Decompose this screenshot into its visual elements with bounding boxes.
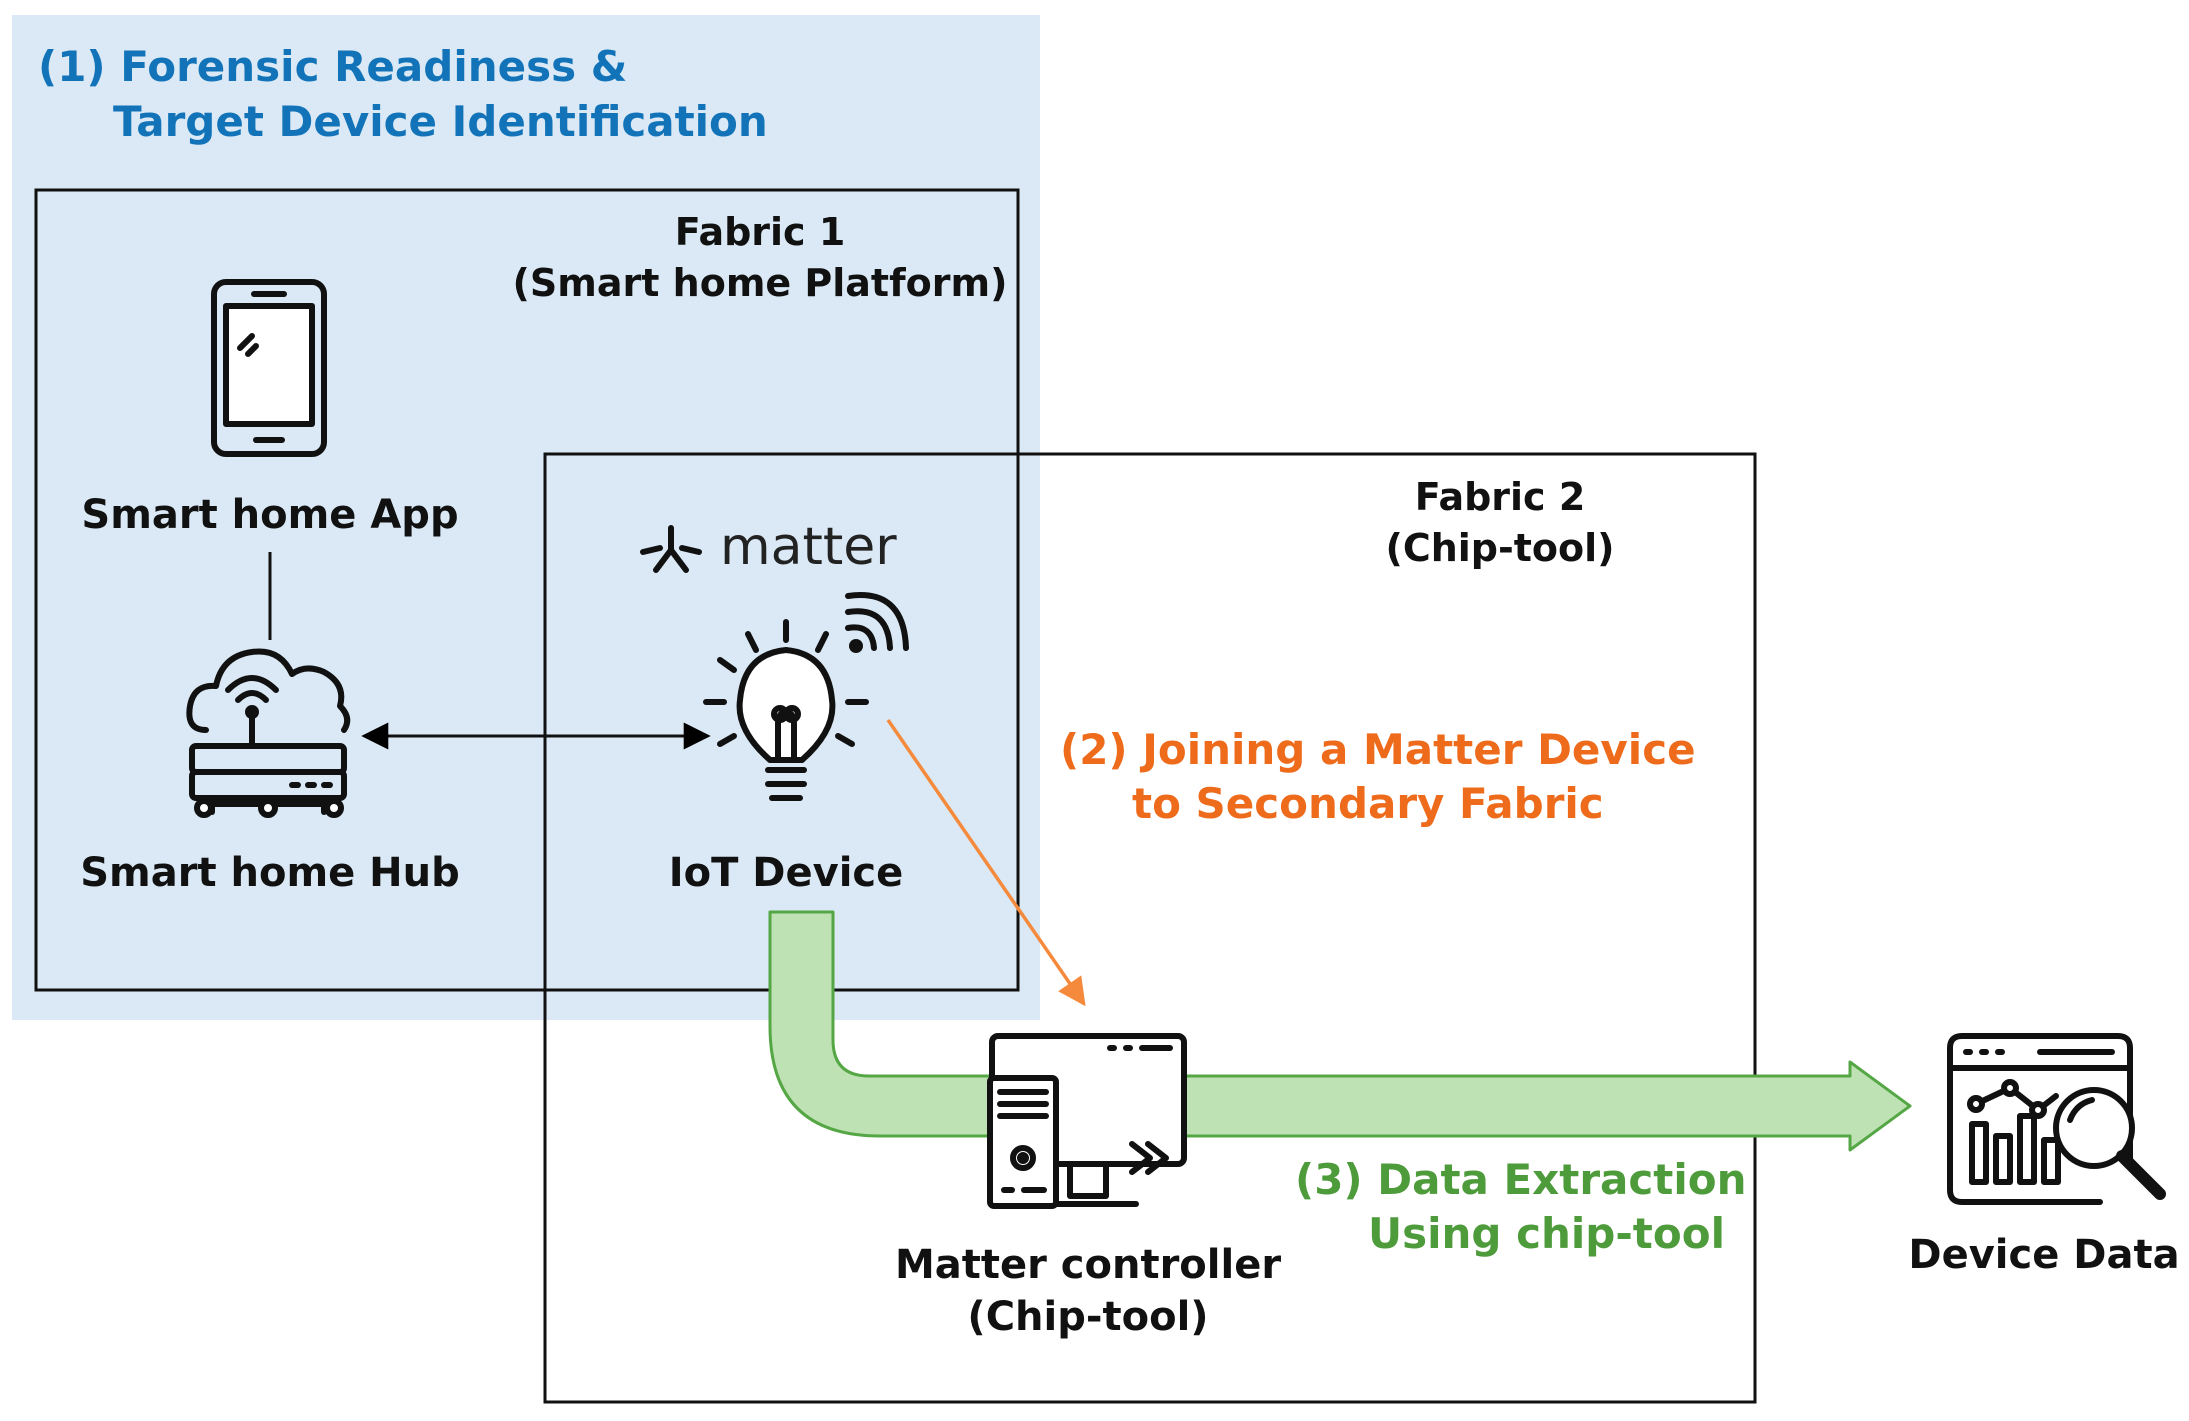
- device-data-label: Device Data: [1908, 1232, 2179, 1278]
- phase3-title-line1: (3) Data Extraction: [1295, 1155, 1747, 1204]
- smart-home-hub-label: Smart home Hub: [80, 850, 460, 896]
- fabric1-label-line2: (Smart home Platform): [513, 261, 1008, 305]
- matter-logo-icon: [640, 525, 702, 573]
- joining-orange-arrow: [886, 719, 1086, 1007]
- phase1-title-line1: (1) Forensic Readiness &: [38, 42, 627, 91]
- fabric2-label-line2: (Chip-tool): [1385, 526, 1614, 570]
- fabric1-label-line1: Fabric 1: [675, 210, 846, 254]
- phase3-title-line2: Using chip-tool: [1368, 1209, 1725, 1258]
- fabric1-box: [34, 188, 1020, 992]
- phase2-title-line2: to Secondary Fabric: [1132, 779, 1604, 828]
- data-analytics-icon: [1947, 1033, 2166, 1205]
- smart-home-app-label: Smart home App: [81, 492, 458, 538]
- matter-controller-label-line1: Matter controller: [895, 1242, 1281, 1288]
- iot-device-label: IoT Device: [669, 850, 904, 896]
- phase2-title-line1: (2) Joining a Matter Device: [1060, 725, 1696, 774]
- phase1-title-line2: Target Device Identification: [113, 97, 768, 146]
- phase1-background: [12, 15, 1040, 1020]
- computer-icon: [987, 1033, 1187, 1209]
- matter-controller-label-line2: (Chip-tool): [967, 1294, 1208, 1340]
- cloud-router-icon: [186, 648, 351, 818]
- matter-logo-text: matter: [720, 517, 897, 577]
- lightbulb-wifi-icon: [703, 592, 909, 801]
- fabric2-label-line1: Fabric 2: [1415, 475, 1586, 519]
- smartphone-icon: [211, 279, 327, 457]
- fabric2-box: [543, 452, 1757, 1404]
